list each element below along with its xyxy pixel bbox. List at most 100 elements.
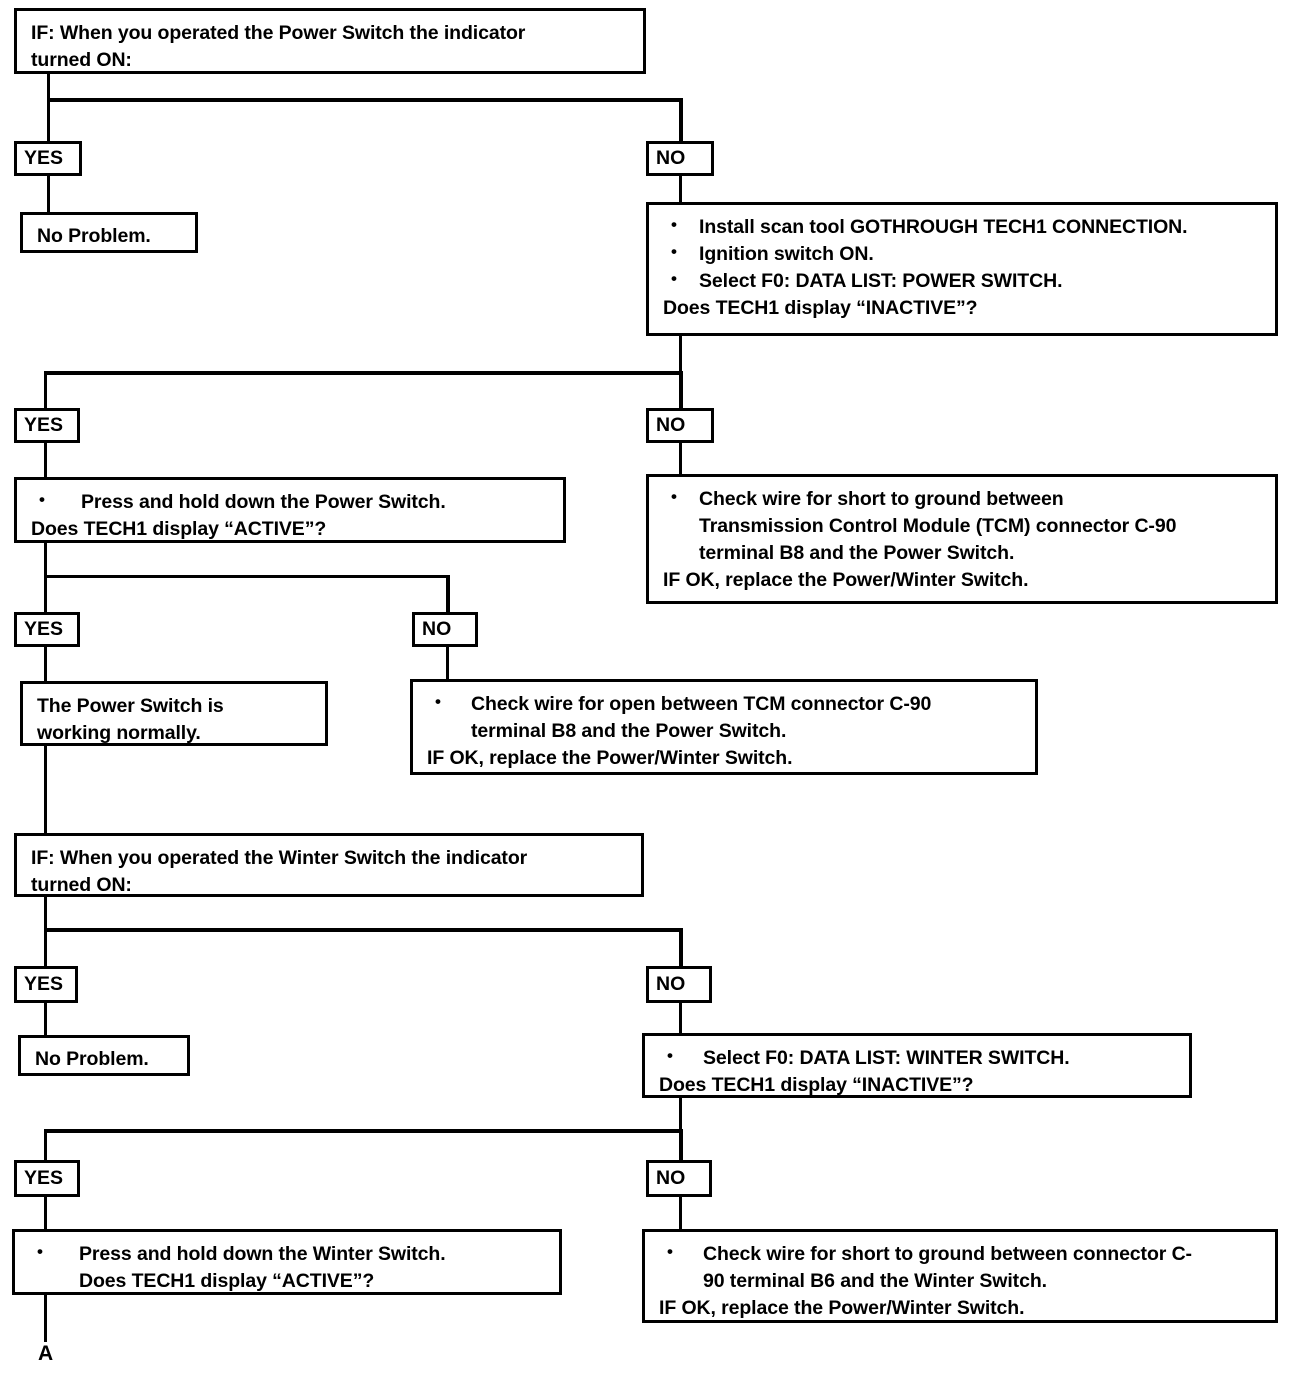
node-q5-no-check-short-winter: Check wire for short to ground between c… bbox=[642, 1229, 1278, 1323]
label-q4-yes: YES bbox=[14, 966, 78, 1003]
connector-q1-yes-to-result bbox=[47, 176, 50, 213]
node-q5-yes-press-winter-switch: Press and hold down the Winter Switch. D… bbox=[12, 1229, 562, 1295]
q1-no-bullet-1: Install scan tool GOTHROUGH TECH1 CONNEC… bbox=[663, 213, 1265, 241]
q5-no-bullet-1-line-2: 90 terminal B6 and the Winter Switch. bbox=[703, 1269, 1047, 1292]
end-marker-a: A bbox=[38, 1342, 54, 1365]
node-q3-yes-power-switch-normal: The Power Switch is working normally. bbox=[20, 681, 328, 746]
connector-q2-yes-to-box bbox=[44, 443, 47, 478]
q2-no-bullet-1-line-3: terminal B8 and the Power Switch. bbox=[699, 541, 1015, 564]
label-q4-no: NO bbox=[646, 966, 712, 1003]
connector-q2-split-bar bbox=[44, 371, 683, 375]
connector-q2-stem bbox=[679, 336, 682, 373]
q3-no-bullet-1-line-1: Check wire for open between TCM connecto… bbox=[471, 693, 932, 715]
connector-q5-stem bbox=[679, 1098, 682, 1131]
node-q1-no-scan-steps: Install scan tool GOTHROUGH TECH1 CONNEC… bbox=[646, 202, 1278, 336]
q2-yes-tail-question: Does TECH1 display “ACTIVE”? bbox=[31, 517, 327, 540]
connector-q2-no-drop bbox=[679, 371, 683, 409]
q4-no-bullet-1: Select F0: DATA LIST: WINTER SWITCH. bbox=[659, 1044, 1179, 1072]
connector-q4-no-drop bbox=[679, 928, 683, 968]
q4-no-tail-question: Does TECH1 display “INACTIVE”? bbox=[659, 1073, 974, 1096]
q1-no-bullet-2: Ignition switch ON. bbox=[663, 240, 1265, 268]
no-text: NO bbox=[656, 1166, 686, 1189]
label-q2-no: NO bbox=[646, 408, 714, 443]
q5-yes-bullet-list: Press and hold down the Winter Switch. D… bbox=[29, 1240, 549, 1295]
connector-q5-split-bar bbox=[44, 1129, 683, 1133]
q1-no-bullet-3: Select F0: DATA LIST: POWER SWITCH. bbox=[663, 267, 1265, 295]
connector-q5-no-drop bbox=[679, 1129, 683, 1162]
node-q1-power-switch-question: IF: When you operated the Power Switch t… bbox=[14, 8, 646, 74]
yes-text: YES bbox=[24, 617, 64, 640]
q3-no-tail-instruction: IF OK, replace the Power/Winter Switch. bbox=[427, 746, 793, 769]
q5-yes-bullet-1-line-1: Press and hold down the Winter Switch. bbox=[79, 1243, 446, 1265]
node-q2-no-check-short-to-ground: Check wire for short to ground between T… bbox=[646, 474, 1278, 604]
connector-q1-no-drop bbox=[679, 98, 683, 142]
connector-q4-no-to-box bbox=[679, 1003, 682, 1034]
q2-no-bullet-1-line-2: Transmission Control Module (TCM) connec… bbox=[699, 514, 1177, 537]
connector-q4-yes-drop bbox=[44, 928, 47, 968]
q2-yes-bullet-1: Press and hold down the Power Switch. bbox=[31, 488, 553, 516]
q2-no-bullet-1: Check wire for short to ground between T… bbox=[663, 485, 1265, 567]
connector-q1-split-bar bbox=[47, 98, 683, 102]
label-q5-no: NO bbox=[646, 1160, 712, 1197]
q1-line-2: turned ON: bbox=[31, 48, 132, 71]
connector-q5-yes-drop bbox=[44, 1129, 47, 1162]
q1-yes-result-text: No Problem. bbox=[37, 225, 151, 247]
connector-q3-yes-drop bbox=[44, 575, 47, 615]
connector-to-end-marker bbox=[44, 1295, 47, 1342]
label-q5-yes: YES bbox=[14, 1160, 80, 1197]
connector-q3-stem bbox=[44, 543, 47, 578]
q5-no-bullet-list: Check wire for short to ground between c… bbox=[659, 1240, 1265, 1295]
connector-q3-split-bar bbox=[44, 575, 450, 578]
label-q1-no: NO bbox=[646, 141, 714, 176]
q4-no-bullet-list: Select F0: DATA LIST: WINTER SWITCH. bbox=[659, 1044, 1179, 1072]
q3-no-bullet-list: Check wire for open between TCM connecto… bbox=[427, 690, 1025, 745]
connector-q1-stem bbox=[47, 74, 50, 100]
node-q1-yes-no-problem: No Problem. bbox=[20, 212, 198, 253]
connector-q5-no-to-box bbox=[679, 1197, 682, 1230]
no-text: NO bbox=[656, 972, 686, 995]
label-q3-no: NO bbox=[412, 612, 478, 647]
q2-no-bullet-list: Check wire for short to ground between T… bbox=[663, 485, 1265, 567]
connector-q4-split-bar bbox=[44, 928, 683, 932]
no-text: NO bbox=[656, 146, 686, 169]
no-text: NO bbox=[422, 617, 452, 640]
q1-no-bullet-1-pre: Install scan tool GOTHROUGH bbox=[699, 216, 984, 238]
label-q2-yes: YES bbox=[14, 408, 80, 443]
node-q3-no-check-open: Check wire for open between TCM connecto… bbox=[410, 679, 1038, 775]
connector-q4-yes-to-result bbox=[44, 1003, 47, 1036]
q2-no-tail-instruction: IF OK, replace the Power/Winter Switch. bbox=[663, 568, 1029, 591]
label-q3-yes: YES bbox=[14, 612, 80, 647]
connector-q4-stem bbox=[44, 897, 47, 930]
q2-yes-bullet-list: Press and hold down the Power Switch. bbox=[31, 488, 553, 516]
q1-no-tail-question: Does TECH1 display “INACTIVE”? bbox=[663, 296, 978, 319]
node-q4-winter-switch-question: IF: When you operated the Winter Switch … bbox=[14, 833, 644, 897]
q5-yes-tail-question: Does TECH1 display “ACTIVE”? bbox=[79, 1269, 375, 1292]
yes-text: YES bbox=[24, 146, 64, 169]
q3-no-bullet-1-line-2: terminal B8 and the Power Switch. bbox=[471, 719, 787, 742]
connector-q1-no-to-steps bbox=[679, 176, 682, 203]
q5-no-bullet-1: Check wire for short to ground between c… bbox=[659, 1240, 1265, 1295]
connector-q3-yes-to-box bbox=[44, 647, 47, 682]
node-q4-no-winter-data-list: Select F0: DATA LIST: WINTER SWITCH. Doe… bbox=[642, 1033, 1192, 1098]
connector-q2-yes-drop bbox=[44, 371, 47, 409]
q3-yes-line-1: The Power Switch is bbox=[37, 695, 224, 717]
q4-line-2: turned ON: bbox=[31, 873, 132, 896]
node-q4-yes-no-problem: No Problem. bbox=[18, 1035, 190, 1076]
q2-no-bullet-1-line-1: Check wire for short to ground between bbox=[699, 488, 1064, 510]
connector-q3-no-to-box bbox=[446, 647, 449, 680]
connector-q1-yes-drop bbox=[47, 98, 50, 142]
q1-no-bullet-1-bold: TECH1 CONNECTION. bbox=[983, 216, 1188, 238]
q1-line-1: IF: When you operated the Power Switch t… bbox=[31, 22, 526, 44]
no-text: NO bbox=[656, 413, 686, 436]
q1-no-bullet-list: Install scan tool GOTHROUGH TECH1 CONNEC… bbox=[663, 213, 1265, 295]
connector-q3-yes-to-q4 bbox=[44, 746, 47, 834]
yes-text: YES bbox=[24, 1166, 64, 1189]
q3-no-bullet-1: Check wire for open between TCM connecto… bbox=[427, 690, 1025, 745]
node-q2-yes-press-power-switch: Press and hold down the Power Switch. Do… bbox=[14, 477, 566, 543]
q5-yes-bullet-1: Press and hold down the Winter Switch. D… bbox=[29, 1240, 549, 1295]
label-q1-yes: YES bbox=[14, 141, 82, 176]
q5-no-bullet-1-line-1: Check wire for short to ground between c… bbox=[703, 1243, 1192, 1265]
connector-q3-no-drop bbox=[446, 575, 450, 615]
q3-yes-line-2: working normally. bbox=[37, 721, 201, 744]
